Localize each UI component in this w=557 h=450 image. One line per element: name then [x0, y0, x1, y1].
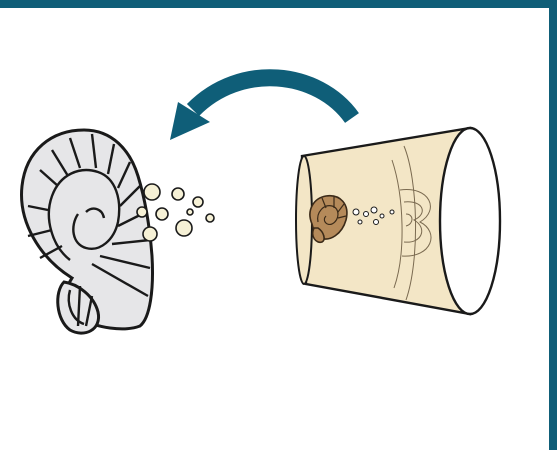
- foraminifera-shell: [22, 130, 153, 333]
- bubbles-large: [137, 184, 214, 241]
- sediment-core: [296, 128, 500, 314]
- curved-arrow: [170, 78, 352, 140]
